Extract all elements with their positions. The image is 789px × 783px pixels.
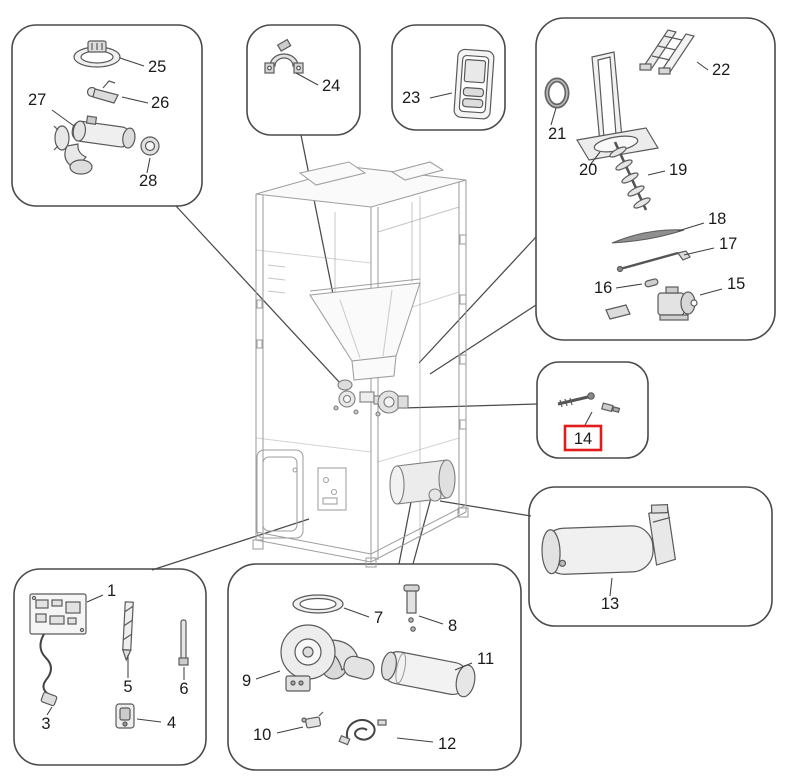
part-5-strip xyxy=(121,601,134,662)
part-24-clamp xyxy=(264,38,304,74)
part-8-bracket xyxy=(403,584,420,632)
part-9-exhaust-blower xyxy=(280,624,375,692)
part-4-switch xyxy=(115,703,135,729)
part-13-burner-tube xyxy=(541,503,677,575)
part-7-gasket xyxy=(292,594,344,614)
part-label-11: 11 xyxy=(477,650,494,668)
part-label-25: 25 xyxy=(148,58,166,76)
part-label-18: 18 xyxy=(708,210,726,228)
part-3-cable xyxy=(39,633,58,707)
part-21-seal-ring xyxy=(544,77,570,109)
part-label-26: 26 xyxy=(151,94,169,112)
part-label-20: 20 xyxy=(579,161,597,179)
part-label-17: 17 xyxy=(719,235,737,253)
part-label-5: 5 xyxy=(123,678,132,696)
part-label-12: 12 xyxy=(438,735,456,753)
part-labels: 25 26 27 28 24 23 22 21 20 19 18 17 16 1… xyxy=(28,58,745,753)
part-label-3: 3 xyxy=(41,715,50,733)
highlight-box-14 xyxy=(563,424,603,452)
part-label-1: 1 xyxy=(107,582,116,600)
part-label-27: 27 xyxy=(28,91,46,109)
part-16-spacer xyxy=(644,278,659,288)
part-label-21: 21 xyxy=(548,125,566,143)
part-label-15: 15 xyxy=(727,275,745,293)
part-label-14: 14 xyxy=(574,430,592,448)
part-label-16: 16 xyxy=(594,279,612,297)
leader-lines xyxy=(151,134,538,571)
part-label-4: 4 xyxy=(167,714,176,732)
part-1-control-board xyxy=(29,593,87,635)
part-14-screw-probe xyxy=(557,392,621,414)
part-22-bracket xyxy=(639,29,695,75)
part-label-10: 10 xyxy=(253,726,271,744)
part-15-gear-motor xyxy=(605,286,698,321)
part-label-28: 28 xyxy=(139,172,157,190)
part-label-23: 23 xyxy=(402,89,420,107)
part-28-cap xyxy=(140,136,160,156)
callout-clamp-box xyxy=(246,24,361,136)
callout-part14-box xyxy=(536,361,649,459)
part-12-sensor-cable xyxy=(338,719,387,746)
appliance-illustration xyxy=(252,161,469,568)
part-label-13: 13 xyxy=(601,595,619,613)
part-10-connector xyxy=(301,711,324,729)
part-11-flue-pipe xyxy=(380,651,476,698)
part-6-rod xyxy=(178,619,189,666)
part-26-clip xyxy=(86,80,119,104)
part-label-22: 22 xyxy=(712,61,730,79)
part-label-7: 7 xyxy=(374,609,383,627)
part-18-blade xyxy=(611,229,685,244)
part-label-24: 24 xyxy=(322,77,340,95)
part-19-auger-screw xyxy=(609,141,651,211)
part-23-display xyxy=(453,48,495,120)
label-leaders xyxy=(46,57,723,743)
callout-fittings-box xyxy=(11,24,203,207)
part-27-elbow-pipe xyxy=(53,115,136,175)
part-17-rod xyxy=(616,250,691,273)
part-label-19: 19 xyxy=(669,161,687,179)
part-label-9: 9 xyxy=(242,672,251,690)
part-label-8: 8 xyxy=(448,617,457,635)
part-25-hose-clamp xyxy=(73,40,121,68)
part-label-6: 6 xyxy=(179,680,188,698)
